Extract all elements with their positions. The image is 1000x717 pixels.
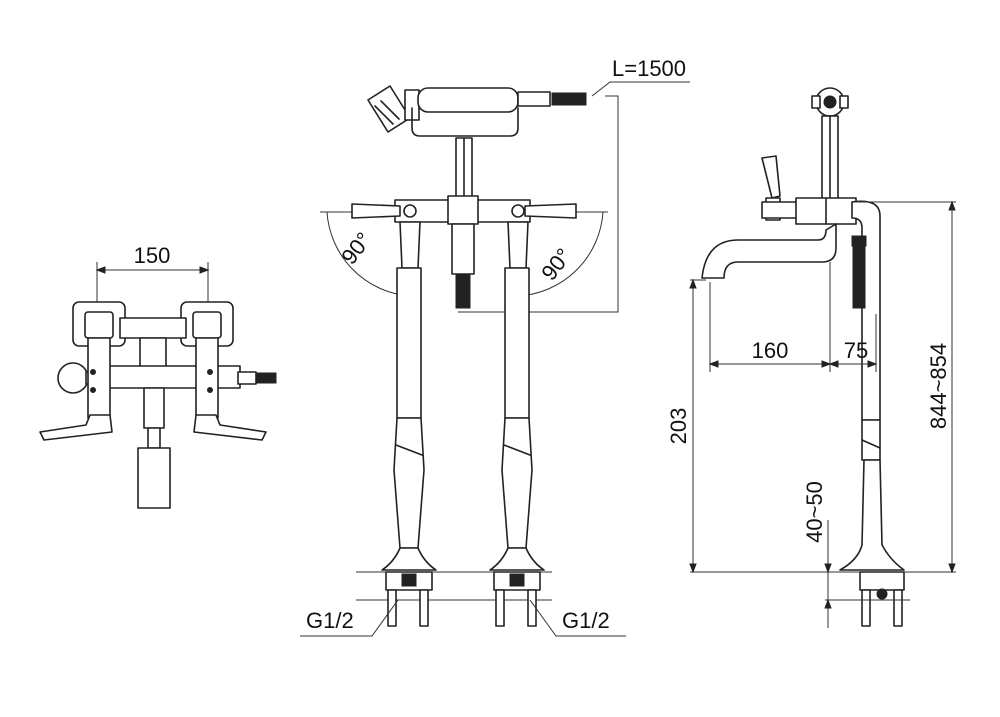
dim-75-label: 75	[844, 338, 868, 363]
top-view: 150	[39, 243, 277, 509]
dim-160-label: 160	[752, 338, 789, 363]
dim-150-label: 150	[134, 243, 171, 268]
inlet-left-label: G1/2	[306, 608, 354, 633]
front-view: L=1500 90° 90°	[300, 56, 690, 637]
angle-right-label: 90°	[536, 243, 576, 285]
dim-844-854-label: 844~854	[926, 343, 951, 429]
inlet-right-label: G1/2	[562, 608, 610, 633]
dim-40-50-label: 40~50	[802, 481, 827, 543]
angle-left-label: 90°	[336, 227, 376, 269]
side-view: 203 160 75 844~854 40~50	[666, 87, 956, 628]
hose-length-label: L=1500	[612, 56, 686, 81]
dim-203-label: 203	[666, 408, 691, 445]
